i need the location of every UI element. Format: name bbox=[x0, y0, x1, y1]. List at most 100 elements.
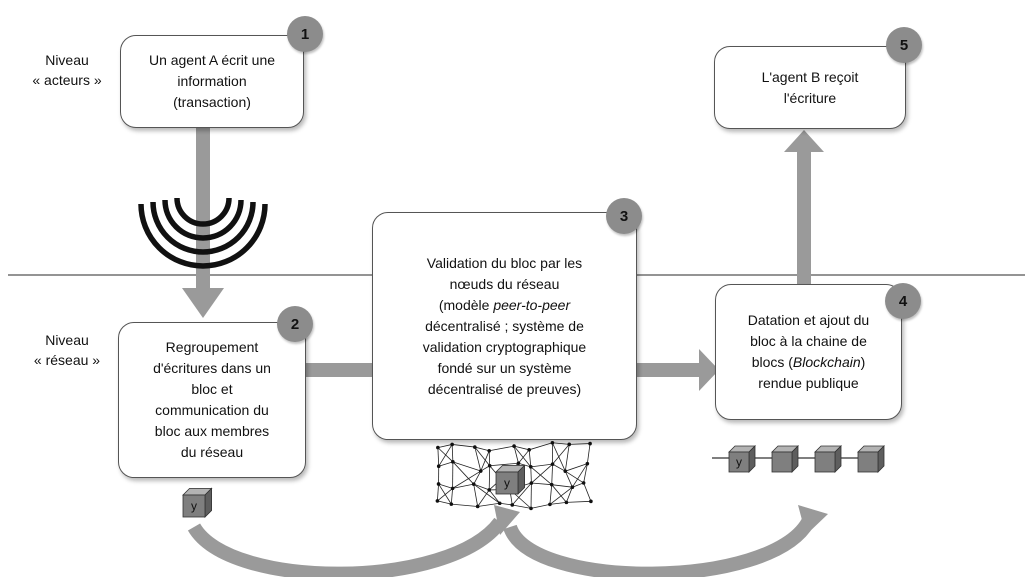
step-3-line: décentralisé ; système de bbox=[425, 317, 584, 334]
mesh-node bbox=[435, 499, 440, 503]
mesh-link bbox=[551, 464, 553, 485]
mesh-link bbox=[530, 466, 532, 484]
mesh-link bbox=[549, 484, 553, 505]
mesh-link bbox=[489, 462, 519, 467]
level-actors-line1: Niveau bbox=[45, 52, 89, 68]
mesh-link bbox=[518, 449, 530, 464]
step-2-box: Regroupement d'écritures dans un bloc et… bbox=[118, 322, 306, 478]
step-2-line: bloc et bbox=[191, 381, 233, 397]
step-1-line: Un agent A écrit une bbox=[148, 52, 276, 68]
mesh-node bbox=[550, 462, 555, 466]
mesh-node bbox=[589, 499, 593, 504]
mesh-link bbox=[531, 463, 553, 484]
mesh-link bbox=[513, 445, 530, 451]
step-4-italic-term: Blockchain bbox=[792, 354, 861, 370]
arrow-2-to-3 bbox=[305, 363, 375, 377]
mesh-link bbox=[530, 504, 550, 509]
mesh-link bbox=[438, 444, 453, 467]
mesh-link bbox=[512, 504, 532, 509]
cube-letter: y bbox=[736, 455, 742, 469]
mesh-link bbox=[452, 461, 481, 472]
mesh-link bbox=[451, 503, 478, 507]
step-2-line: Regroupement bbox=[165, 339, 259, 355]
mesh-link bbox=[474, 446, 490, 452]
step-3-line: (modèle peer-to-peer bbox=[423, 295, 586, 316]
step-3-line: décentralisé de preuves) bbox=[427, 380, 582, 397]
step-4-line: rendue publique bbox=[758, 375, 859, 391]
mesh-link bbox=[452, 444, 475, 448]
mesh-node bbox=[528, 465, 533, 469]
mesh-node bbox=[450, 442, 454, 447]
step-2-line: bloc aux membres bbox=[154, 423, 270, 439]
mesh-link bbox=[437, 483, 439, 501]
mesh-node bbox=[450, 486, 455, 491]
chain-block-cube: y bbox=[728, 445, 756, 473]
mesh-node bbox=[529, 506, 533, 511]
mesh-link bbox=[437, 444, 453, 448]
mesh-link bbox=[473, 483, 490, 491]
mesh-link bbox=[564, 444, 570, 472]
step-2-line: d'écritures dans un bbox=[153, 360, 271, 376]
mesh-link bbox=[437, 488, 453, 502]
mesh-node bbox=[581, 481, 586, 485]
broadcast-signal-icon bbox=[138, 197, 268, 269]
mesh-link bbox=[583, 463, 588, 483]
mesh-link bbox=[488, 489, 501, 504]
mesh-link bbox=[564, 471, 573, 488]
block-cube-step2: y bbox=[182, 487, 213, 518]
mesh-link bbox=[477, 489, 490, 507]
mesh-link bbox=[551, 484, 573, 488]
step-4-text: blocs ( bbox=[751, 354, 793, 370]
mesh-node bbox=[567, 442, 572, 447]
mesh-link bbox=[569, 443, 591, 445]
step-2-line: communication du bbox=[155, 402, 269, 418]
mesh-node bbox=[529, 481, 534, 485]
step-4-box: Datation et ajout du bloc à la chaine de… bbox=[715, 284, 902, 420]
mesh-link bbox=[513, 446, 519, 464]
mesh-link bbox=[566, 487, 573, 503]
mesh-link bbox=[477, 502, 500, 507]
curved-arrow-network-to-chain bbox=[503, 505, 828, 577]
mesh-link bbox=[529, 442, 553, 451]
mesh-node bbox=[570, 485, 575, 489]
mesh-link bbox=[549, 501, 567, 505]
mesh-node bbox=[449, 502, 454, 506]
curved-arrow-block-to-network bbox=[187, 505, 520, 577]
mesh-node bbox=[487, 463, 492, 468]
step-1-badge: 1 bbox=[287, 16, 323, 52]
mesh-node bbox=[487, 488, 492, 492]
level-label-network: Niveau « réseau » bbox=[22, 330, 112, 370]
mesh-node bbox=[436, 482, 441, 486]
mesh-link bbox=[528, 449, 532, 467]
mesh-node bbox=[563, 469, 568, 473]
step-3-italic-term: peer-to-peer bbox=[493, 296, 571, 313]
mesh-link bbox=[474, 446, 491, 467]
mesh-link bbox=[530, 466, 552, 485]
mesh-node bbox=[512, 444, 516, 448]
mesh-link bbox=[566, 500, 591, 503]
mesh-node bbox=[585, 461, 590, 466]
mesh-link bbox=[451, 444, 454, 462]
mesh-node bbox=[549, 482, 554, 487]
mesh-link bbox=[489, 445, 515, 452]
mesh-link bbox=[437, 500, 452, 505]
mesh-node bbox=[516, 461, 521, 466]
mesh-link bbox=[551, 484, 567, 503]
step-2-line: du réseau bbox=[180, 444, 244, 460]
mesh-link bbox=[531, 482, 552, 486]
mesh-link bbox=[552, 442, 570, 445]
mesh-link bbox=[552, 444, 570, 465]
chain-block-cube bbox=[814, 445, 842, 473]
mesh-link bbox=[549, 486, 573, 505]
step-4-badge: 4 bbox=[885, 283, 921, 319]
mesh-link bbox=[437, 447, 440, 467]
mesh-link bbox=[438, 483, 452, 505]
mesh-link bbox=[438, 483, 453, 489]
mesh-link bbox=[565, 470, 584, 484]
mesh-link bbox=[530, 463, 553, 468]
cube-letter: y bbox=[191, 499, 197, 513]
step-5-box: L'agent B reçoit l'écriture bbox=[714, 46, 906, 129]
cube-letter: y bbox=[504, 476, 510, 490]
step-3-line: fondé sur un système bbox=[437, 359, 572, 376]
